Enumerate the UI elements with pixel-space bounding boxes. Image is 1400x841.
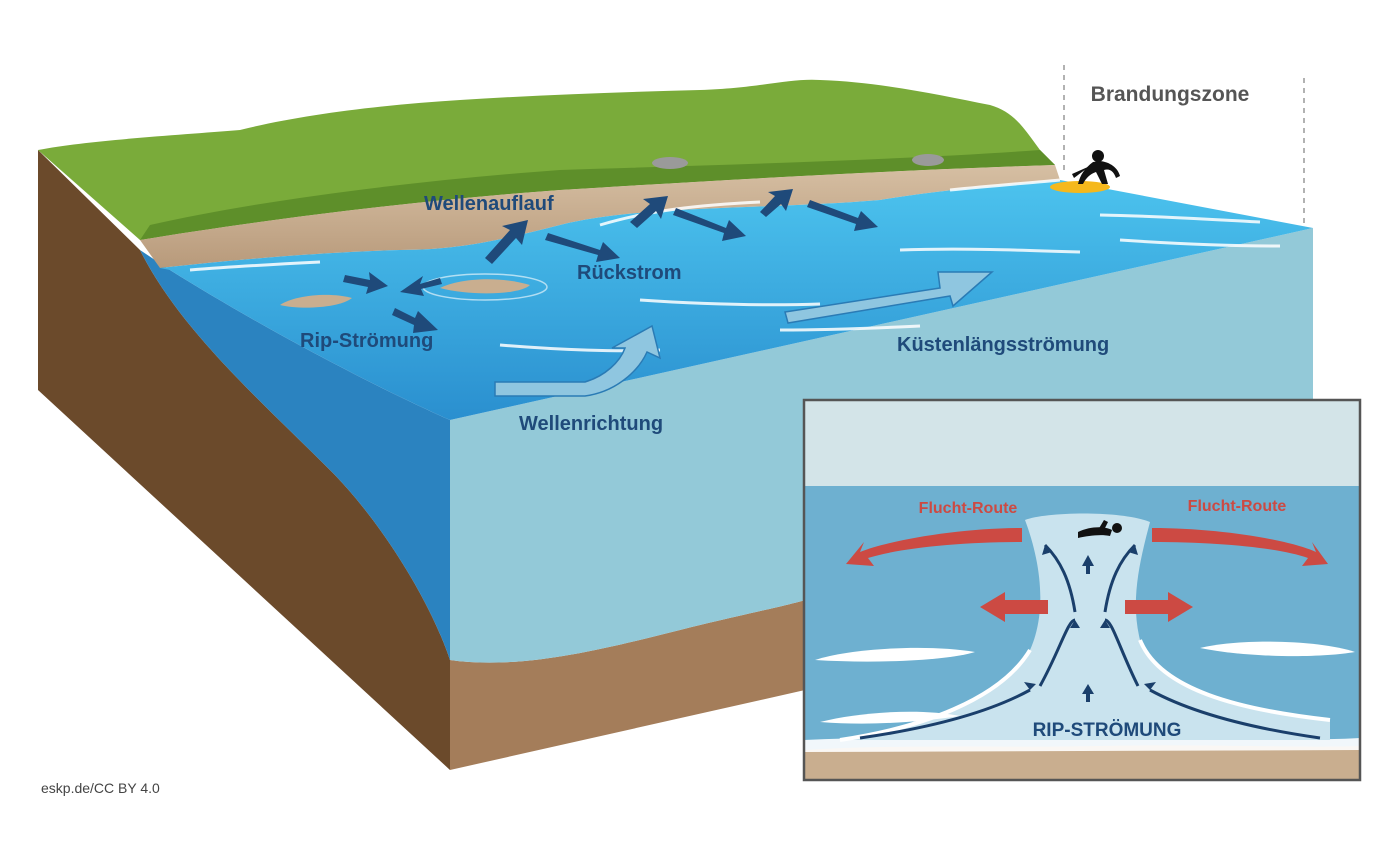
- backflow-arrow: [807, 200, 878, 231]
- label-brandungszone: Brandungszone: [1091, 83, 1250, 106]
- label-escape-right: Flucht-Route: [1188, 498, 1287, 515]
- label-wellenrichtung: Wellenrichtung: [519, 413, 663, 435]
- surfer-icon: [1050, 150, 1120, 193]
- wave-direction-arrow: [494, 324, 662, 397]
- inset-wave-low: [820, 711, 960, 724]
- rip-arrow: [400, 276, 442, 296]
- credit-line: eskp.de/CC BY 4.0: [41, 780, 160, 796]
- escape-arrow-side-right: [1125, 592, 1193, 622]
- escape-arrow-side-left: [980, 592, 1048, 622]
- runup-arrow: [485, 220, 528, 264]
- escape-arrow-right: [1152, 528, 1328, 566]
- label-rip-inset: RIP-STRÖMUNG: [1033, 720, 1182, 741]
- sea-rock: [440, 279, 530, 294]
- longshore-current-arrow: [784, 271, 995, 324]
- escape-arrows: [846, 528, 1328, 622]
- surf-foam: [189, 178, 1281, 353]
- sea-rock: [280, 294, 352, 308]
- inset-foam-shore: [804, 736, 1360, 752]
- current-arrows: [343, 189, 878, 333]
- coast-block: [38, 65, 1313, 770]
- grass-shade: [140, 150, 1055, 240]
- rip-arrow: [392, 308, 438, 333]
- left-soil-face: [38, 150, 450, 770]
- label-rueckstrom: Rückstrom: [577, 262, 681, 284]
- label-rip-stroemung: Rip-Strömung: [300, 330, 433, 352]
- inset-beach: [804, 745, 1360, 780]
- runup-arrow: [630, 196, 668, 228]
- label-wellenauflauf: Wellenauflauf: [424, 193, 554, 215]
- inset-wave-left: [815, 647, 975, 662]
- escape-arrow-left: [846, 528, 1022, 566]
- rip-arrow: [343, 272, 388, 294]
- front-water-face: [450, 228, 1313, 663]
- sand-beach: [140, 165, 1060, 268]
- runup-arrow: [760, 189, 793, 217]
- sea-surface: [160, 180, 1313, 420]
- label-escape-left: Flucht-Route: [919, 500, 1018, 517]
- label-kuestenlaengsstroemung: Küstenlängsströmung: [897, 334, 1109, 356]
- inset-rip-channel: [840, 513, 1330, 740]
- swimmer-icon: [1078, 520, 1122, 538]
- inset-arrowheads: [1024, 545, 1156, 702]
- rip-current-inset: [802, 398, 1362, 782]
- front-soil-face: [450, 600, 805, 770]
- left-water-face: [140, 250, 450, 660]
- backflow-arrow: [545, 233, 620, 262]
- beach-rock: [912, 154, 944, 166]
- beach-rock: [652, 157, 688, 169]
- inset-wave-right: [1200, 641, 1355, 657]
- inset-current-arrows: [859, 543, 1321, 740]
- backflow-arrow: [673, 208, 746, 241]
